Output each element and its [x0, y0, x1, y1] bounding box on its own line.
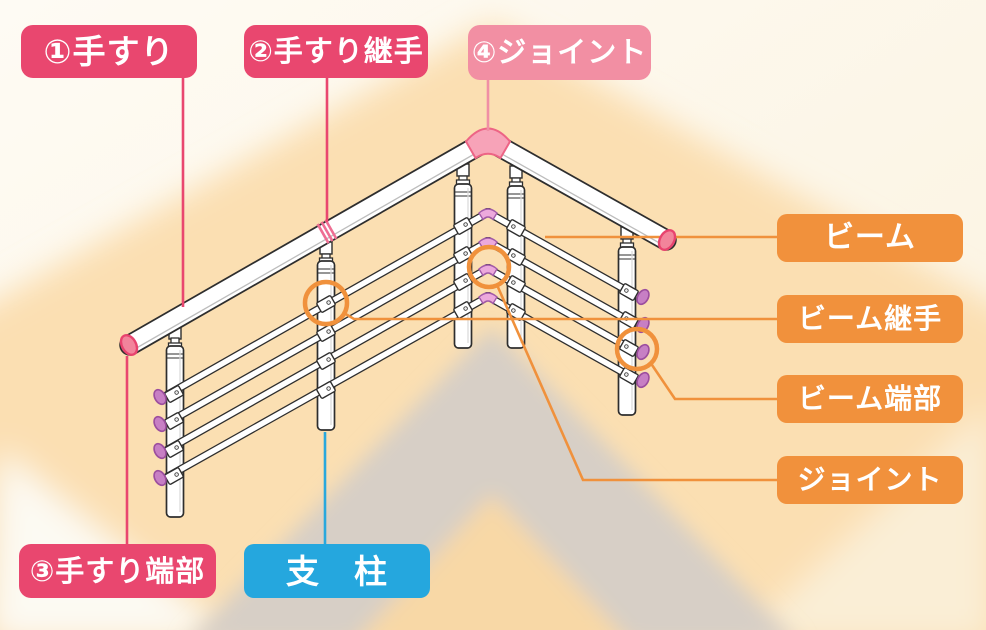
label-beam-joint: ビーム継手 — [777, 295, 963, 343]
handrail-coupling-ring — [316, 218, 338, 244]
leader-joint — [495, 284, 778, 482]
label-top-joint: ④ジョイント — [468, 25, 651, 80]
label-handrail: ①手すり — [21, 25, 197, 78]
label-handrail-end: ③手すり端部 — [19, 544, 216, 598]
leader-lines — [125, 78, 778, 546]
highlight-circles — [302, 244, 660, 372]
leader-beam-joint — [343, 311, 778, 321]
handrail-end-caps — [119, 229, 677, 356]
handrail — [119, 127, 677, 356]
circle-beam-end — [614, 326, 660, 372]
beam-end-caps — [153, 288, 650, 487]
circle-beam-joint — [302, 279, 350, 327]
label-beam: ビーム — [777, 214, 963, 262]
beam-clamps — [164, 217, 639, 485]
label-post: 支 柱 — [244, 544, 430, 598]
label-handrail-joint: ②手すり継手 — [244, 25, 428, 78]
label-joint: ジョイント — [777, 456, 963, 504]
leader-beam-end — [648, 361, 778, 401]
handrail-corner-elbow — [464, 127, 512, 160]
circle-joint — [466, 244, 512, 290]
label-beam-end: ビーム端部 — [777, 375, 963, 423]
